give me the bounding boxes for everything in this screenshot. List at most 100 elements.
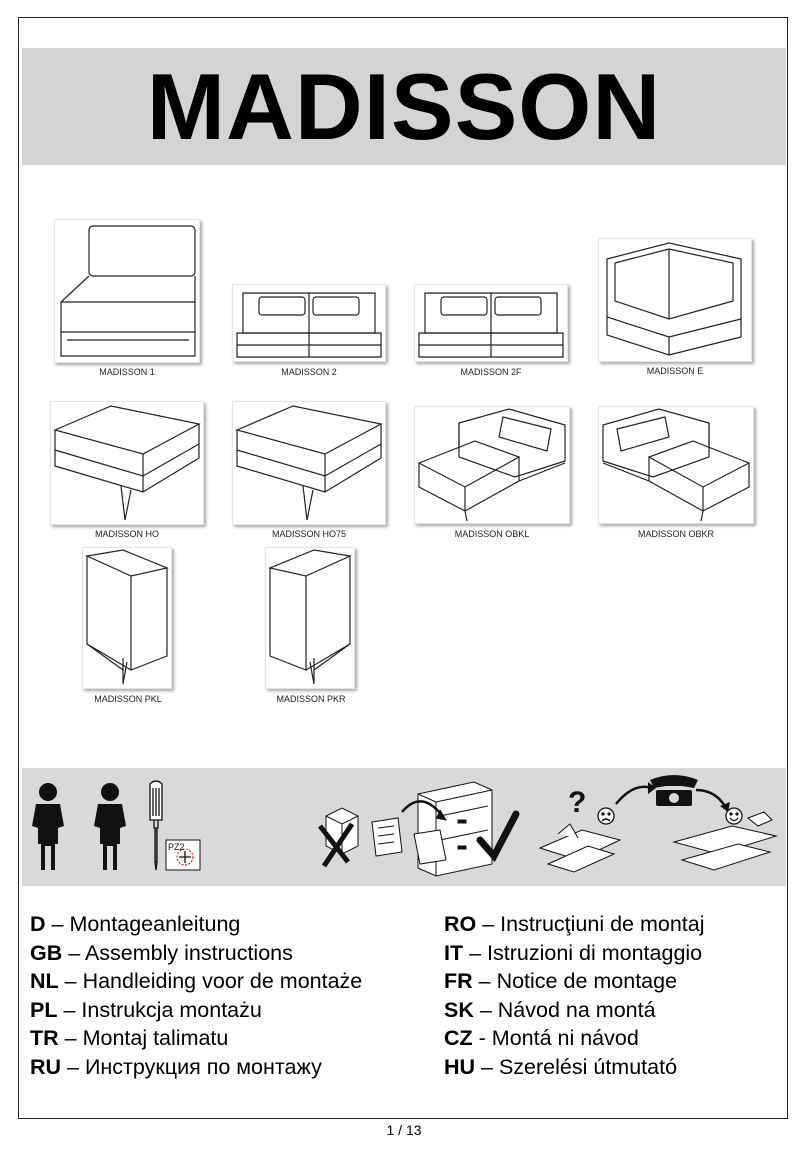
separator: – [58,1026,83,1050]
ottoman-icon [50,401,204,525]
language-label: Instrucţiuni de montaj [500,912,705,936]
language-label: Montá ni návod [491,1026,639,1050]
svg-text:?: ? [568,786,586,819]
page-border [18,17,788,1119]
separator: – [57,997,82,1022]
title-band: MADISSON [22,48,786,165]
chaise-left-icon [414,406,570,524]
separator: – [45,912,70,936]
product-caption: MADISSON E [646,366,704,376]
product-caption: MADISSON OBKR [637,529,714,539]
sofa-armless-single-icon [54,219,200,363]
language-code: RO [444,912,477,936]
language-list-left: D – Montageanleitung GB – Assembly instr… [30,910,362,1081]
language-label: Istruzioni di montaggio [487,940,703,965]
sad-face-icon [597,807,615,825]
ottoman-75-icon [232,401,386,525]
product-madisson-2f: MADISSON 2F [414,284,568,381]
file-cabinet-icon [401,781,493,877]
parts-box-icon [371,817,403,857]
separator: – [472,969,497,993]
language-row-fr: FR – Notice de montage [444,967,705,996]
separator: – [61,1054,85,1079]
product-title: MADISSON [146,53,662,159]
separator: – [463,940,488,965]
side-panel-right-icon [265,547,355,689]
checkmark-icon [476,810,520,863]
language-label: Инструкция по монтажу [84,1054,322,1079]
arrow-head-icon [720,802,730,812]
language-label: Assembly instructions [84,940,293,965]
product-caption: MADISSON 1 [99,367,155,377]
language-row-ru: RU – Инструкция по монтажу [30,1053,362,1082]
person-icon [32,783,64,870]
screwdriver-icon [149,780,163,871]
language-list-right: RO – Instrucţiuni de montaj IT – Istruzi… [444,910,705,1081]
product-madisson-1: MADISSON 1 [54,219,200,381]
language-code: GB [30,940,63,965]
language-label: Návod na montá [497,997,656,1022]
side-panel-left-icon [82,547,172,689]
language-code: CZ [444,1026,473,1050]
product-caption: MADISSON 2 [281,367,337,377]
arrow-icon [695,788,728,809]
separator: - [472,1026,492,1050]
product-caption: MADISSON HO [94,529,159,539]
product-madisson-obkr: MADISSON OBKR [598,406,754,544]
product-caption: MADISSON OBKL [454,529,530,539]
language-row-pl: PL – Instrukcja montażu [30,996,362,1025]
person-icon [94,783,126,870]
product-caption: MADISSON PKR [276,694,346,704]
page-number: 1 / 13 [386,1122,422,1138]
product-madisson-pkr: MADISSON PKR [265,547,357,709]
separator: – [473,997,498,1022]
arrow-icon [615,785,653,805]
language-row-it: IT – Istruzioni di montaggio [444,939,705,968]
language-code: TR [30,1026,59,1050]
broken-parts-icon [538,823,622,873]
language-code: RU [30,1054,62,1079]
arrow-head-icon [648,782,656,794]
language-row-gb: GB – Assembly instructions [30,939,362,968]
happy-face-icon [725,807,743,825]
language-row-tr: TR – Montaj talimatu [30,1024,362,1053]
language-code: SK [444,997,474,1022]
language-row-hu: HU – Szerelési útmutató [444,1053,705,1082]
sofa-two-seat-icon [232,284,386,362]
product-caption: MADISSON PKL [94,694,162,704]
language-label: Notice de montage [496,969,678,993]
sofa-two-seat-folding-icon [414,284,568,362]
tool-size-label: PZ2 [168,842,185,852]
separator: – [58,969,83,993]
question-mark-icon: ? [568,786,586,819]
product-madisson-e: MADISSON E [598,238,752,381]
language-code: HU [444,1054,476,1079]
telephone-icon [650,775,698,806]
product-madisson-ho: MADISSON HO [50,401,204,544]
language-code: NL [30,969,59,993]
language-row-nl: NL – Handleiding voor de montaże [30,967,362,996]
sofa-corner-icon [598,238,752,362]
product-caption: MADISSON 2F [460,367,522,377]
new-parts-icon [672,811,778,871]
assembly-requirements-band: PZ2 ? [22,768,786,886]
language-row-cz: CZ - Montá ni návod [444,1024,705,1053]
separator: – [475,1054,499,1079]
language-row-d: D – Montageanleitung [30,910,362,939]
language-code: PL [30,997,58,1022]
language-label: Szerelési útmutató [498,1054,678,1079]
discard-box-icon [318,807,359,868]
product-madisson-obkl: MADISSON OBKL [414,406,570,544]
language-label: Instrukcja montażu [81,997,262,1022]
separator: – [476,912,501,936]
language-code: IT [444,940,464,965]
language-label: Montageanleitung [69,912,241,936]
language-label: Montaj talimatu [82,1026,229,1050]
language-label: Handleiding voor de montaże [82,969,363,993]
product-madisson-2: MADISSON 2 [232,284,386,381]
chaise-right-icon [598,406,754,524]
product-madisson-pkl: MADISSON PKL [82,547,174,709]
language-row-sk: SK – Návod na montá [444,996,705,1025]
phillips-head-icon: PZ2 [165,839,201,871]
language-code: D [30,912,46,936]
